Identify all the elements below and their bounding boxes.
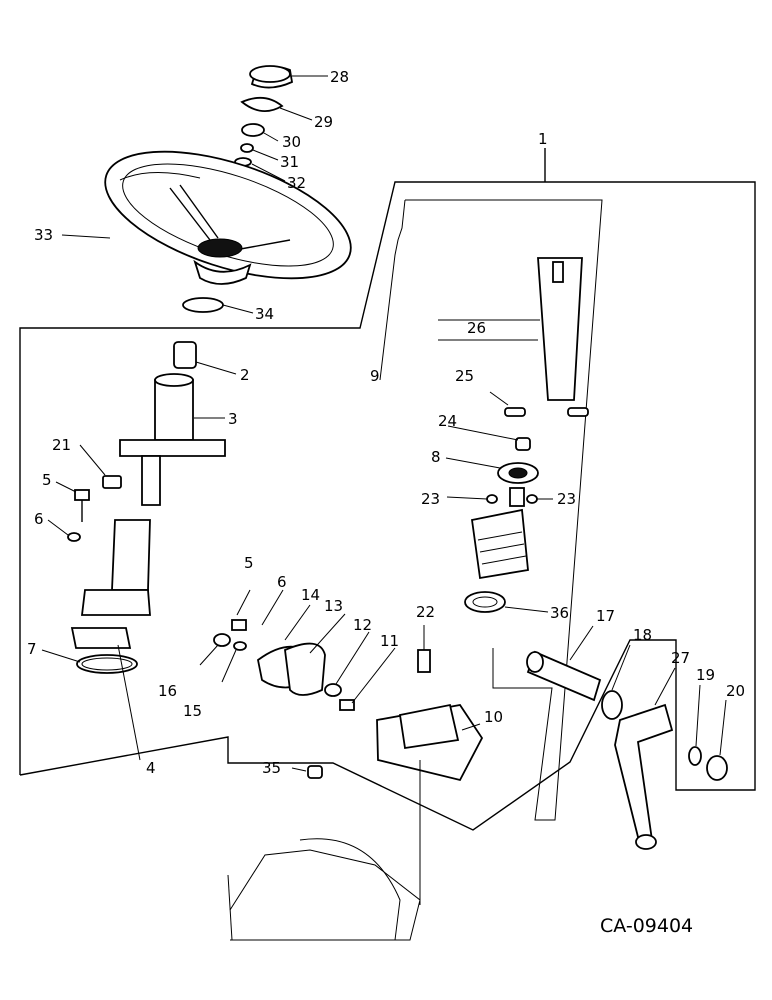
callout-10: 10 [484, 708, 503, 726]
callout-11: 11 [380, 632, 399, 650]
callout-6-center: 6 [277, 573, 287, 591]
callout-5-center: 5 [244, 554, 254, 572]
callout-2: 2 [240, 366, 250, 384]
steering-gear-group [213, 257, 589, 782]
callout-23-left: 23 [421, 490, 440, 508]
callout-14: 14 [301, 586, 320, 604]
frame-housing [227, 760, 421, 941]
assembly-outline [19, 148, 756, 831]
callout-34: 34 [255, 305, 274, 323]
drawing-code: CA-09404 [600, 915, 693, 937]
callout-8: 8 [431, 448, 441, 466]
callout-12: 12 [353, 616, 372, 634]
callout-33: 33 [34, 226, 53, 244]
callout-4: 4 [146, 759, 156, 777]
callout-3: 3 [228, 410, 238, 428]
callout-32: 32 [287, 174, 306, 192]
callout-21: 21 [52, 436, 71, 454]
callout-26: 26 [467, 319, 486, 337]
callout-28: 28 [330, 68, 349, 86]
callout-17: 17 [596, 607, 615, 625]
callout-16: 16 [158, 682, 177, 700]
callout-22: 22 [416, 603, 435, 621]
callout-18: 18 [633, 626, 652, 644]
steering-column-group [67, 341, 226, 674]
leader-lines [41, 75, 727, 772]
pitman-arm-group [526, 650, 728, 850]
callout-5-left: 5 [42, 471, 52, 489]
callout-31: 31 [280, 153, 299, 171]
callout-27: 27 [671, 649, 690, 667]
callout-6-left: 6 [34, 510, 44, 528]
callout-35: 35 [262, 759, 281, 777]
callout-29: 29 [314, 113, 333, 131]
callout-25: 25 [455, 367, 474, 385]
callout-20: 20 [726, 682, 745, 700]
callout-24: 24 [438, 412, 457, 430]
callout-19: 19 [696, 666, 715, 684]
callout-9: 9 [370, 367, 380, 385]
callout-7: 7 [27, 640, 37, 658]
callout-assembly: 1 [538, 130, 548, 148]
callout-36: 36 [550, 604, 569, 622]
callout-15: 15 [183, 702, 202, 720]
steering-wheel-group [104, 65, 352, 313]
callout-23-right: 23 [557, 490, 576, 508]
callout-labels: 28 29 30 31 32 33 34 2 3 21 5 6 7 4 26 2… [27, 68, 745, 777]
callout-13: 13 [324, 597, 343, 615]
callout-30: 30 [282, 133, 301, 151]
